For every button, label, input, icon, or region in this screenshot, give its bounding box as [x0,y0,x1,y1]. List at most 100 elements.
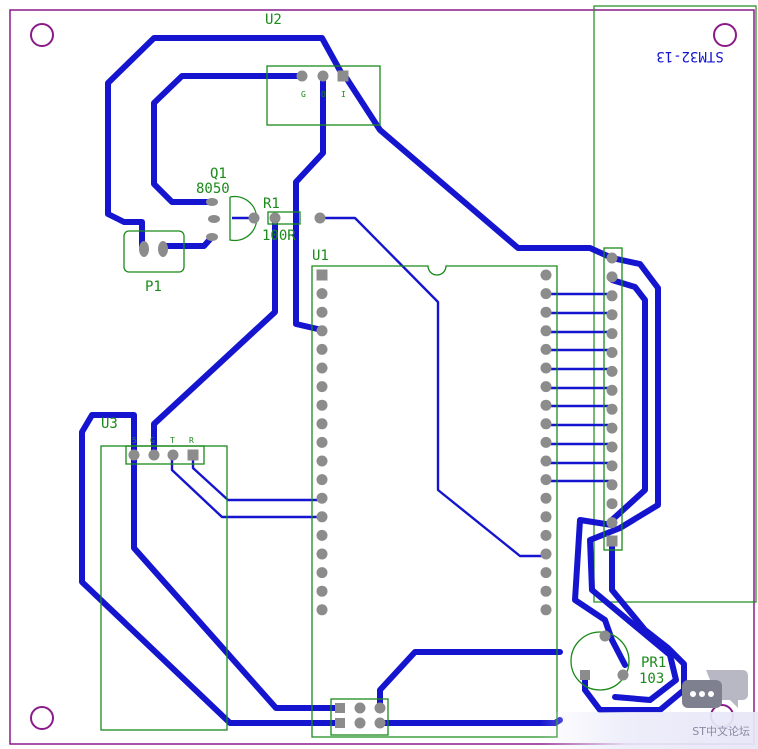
pad [540,436,552,448]
pad-square [316,269,328,281]
pad [296,70,308,82]
pad [540,585,552,597]
pad [316,474,328,486]
pad [606,498,618,510]
q1-label: Q1 [210,166,227,182]
pad [316,325,328,337]
pad [316,362,328,374]
pad [206,198,218,206]
pad [316,585,328,597]
u2-pin-o-label: O [321,90,326,99]
pad [540,325,552,337]
pad [540,269,552,281]
pad [606,403,618,415]
pad [316,604,328,616]
pad [316,306,328,318]
pad [354,717,366,729]
pad-square [187,449,199,461]
u3-pin-r-label: R [189,436,194,445]
pad [540,604,552,616]
u2-pin-g-label: G [301,90,306,99]
pad [540,455,552,467]
pr1-value-label: 103 [639,671,664,687]
u3-pin-t-label: T [170,436,175,445]
mounting-hole-top-right [713,23,737,47]
pad [317,70,329,82]
pad [158,241,168,257]
pad [606,271,618,283]
pad-square [580,670,590,680]
watermark-text: ST中文论坛 [692,724,750,738]
pad [606,252,618,264]
u3-pin-5-label: 5 [132,436,137,445]
pad [128,449,140,461]
pad [606,328,618,340]
pad-square [335,718,345,728]
pad [316,381,328,393]
pad [316,418,328,430]
pad [540,418,552,430]
stm32-label: STM32-13 [656,48,723,64]
pad [540,474,552,486]
pad [316,436,328,448]
pad [540,343,552,355]
pad [540,548,552,560]
pad [316,492,328,504]
pad [316,567,328,579]
pad [374,702,386,714]
u1-label: U1 [312,248,329,264]
pad [206,233,218,241]
pad [374,717,386,729]
pad [167,449,179,461]
pad [248,212,260,224]
pad [606,309,618,321]
mounting-hole-bottom-left [30,706,54,730]
pad [316,511,328,523]
pad [606,365,618,377]
pad [606,479,618,491]
pad [148,449,160,461]
pad [606,422,618,434]
pad [599,630,611,642]
pad [540,306,552,318]
pad [606,441,618,453]
silkscreen-outlines [100,65,630,738]
pad [316,288,328,300]
u2-pin-i-label: I [341,90,346,99]
pad [314,212,326,224]
pad [316,455,328,467]
pad [617,669,629,681]
pad [316,399,328,411]
r1-value-label: 100R [262,228,296,244]
pad [606,460,618,472]
pad [540,529,552,541]
pad [139,241,149,257]
pad [606,384,618,396]
pad [540,399,552,411]
pad [208,215,220,223]
u2-label: U2 [265,12,282,28]
pad [606,290,618,302]
pad [540,567,552,579]
pad [316,548,328,560]
p1-label: P1 [145,279,162,295]
pad [269,212,281,224]
board-outline [9,9,755,745]
pad [540,381,552,393]
r1-label: R1 [263,196,280,212]
pad [316,343,328,355]
pr1-label: PR1 [641,655,666,671]
pad [540,362,552,374]
pad-square [335,703,345,713]
stm32-module-outline [593,5,757,603]
pad [606,347,618,358]
u3-label: U3 [101,416,118,432]
chat-bubble-icon[interactable] [678,664,750,714]
pad-square [337,70,349,82]
pad [354,702,366,714]
q1-value-label: 8050 [196,181,230,197]
u3-pin-g-label: G [150,436,155,445]
pad [606,517,618,529]
watermark-bar: ST中文论坛 [540,712,758,749]
